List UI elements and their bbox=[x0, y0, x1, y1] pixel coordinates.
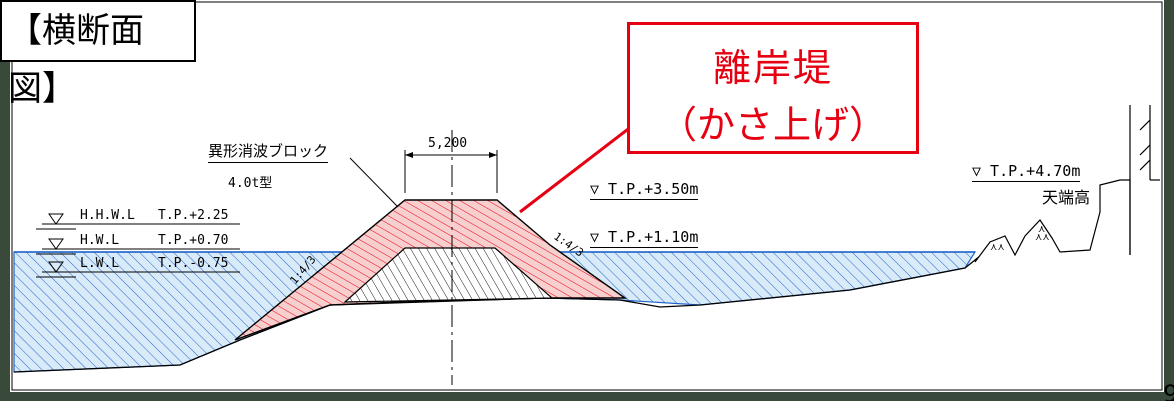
lwl-value: T.P.-0.75 bbox=[158, 256, 229, 271]
block-type: 4.0t型 bbox=[228, 176, 273, 191]
callout-title: 離岸堤 bbox=[712, 46, 833, 90]
drawing-title: 【横断面図】 bbox=[0, 0, 196, 109]
seabed-line bbox=[13, 251, 986, 373]
armor-stones: ⋏⋏ ⋏⋏ ⋏ bbox=[990, 224, 1050, 253]
hwl-value: T.P.+0.70 bbox=[158, 233, 229, 248]
svg-text:⋏: ⋏ bbox=[1038, 224, 1045, 235]
page-number: 9 bbox=[1163, 380, 1174, 401]
lwl-name: L.W.L bbox=[80, 256, 120, 271]
crest-width-label: 5,200 bbox=[428, 136, 468, 151]
photo-edge-left bbox=[0, 0, 10, 401]
hwl-name: H.W.L bbox=[80, 233, 120, 248]
photo-edge-bottom bbox=[0, 392, 1174, 401]
existing-breakwater-core bbox=[343, 247, 554, 303]
level-markers bbox=[36, 213, 240, 278]
existing-crest-elevation: ▽ T.P.+1.10m bbox=[590, 228, 699, 248]
callout-box: 離岸堤 （かさ上げ） bbox=[627, 22, 919, 154]
hhwl-value: T.P.+2.25 bbox=[158, 208, 229, 223]
callout-leader-line bbox=[519, 121, 637, 214]
svg-text:⋏⋏: ⋏⋏ bbox=[990, 242, 1005, 253]
hhwl-name: H.H.W.L bbox=[80, 208, 135, 223]
raised-crest-elevation: ▽ T.P.+3.50m bbox=[590, 180, 699, 200]
callout-subtitle: （かさ上げ） bbox=[658, 103, 887, 147]
seawall-elevation: ▽ T.P.+4.70m bbox=[972, 162, 1081, 182]
block-leader-line bbox=[349, 157, 399, 208]
photo-edge-right bbox=[1164, 0, 1174, 401]
block-label: 異形消波ブロック bbox=[208, 140, 329, 163]
svg-text:⋏⋏: ⋏⋏ bbox=[1035, 232, 1050, 243]
seawall-caption: 天端高 bbox=[1042, 188, 1091, 207]
seawall-structure bbox=[974, 105, 1160, 263]
